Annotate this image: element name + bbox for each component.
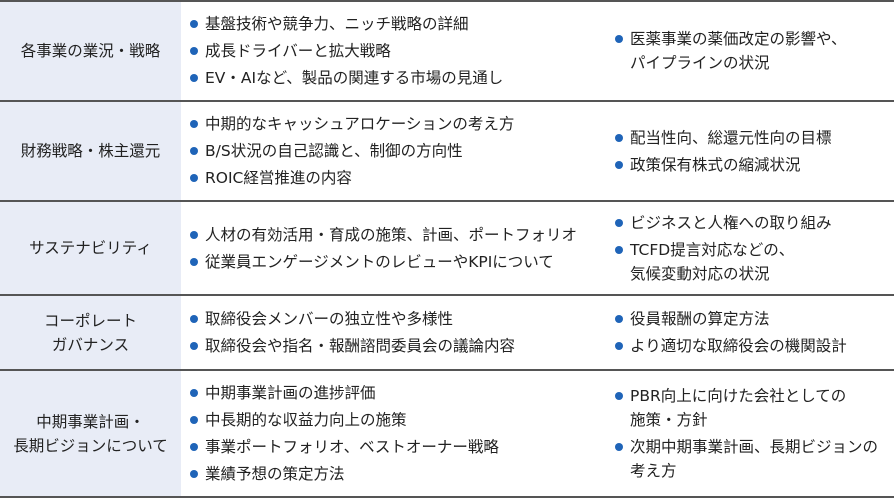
bullet-list: 役員報酬の算定方法より適切な取締役会の機関設計 bbox=[612, 307, 894, 358]
row-label: 財務戦略・株主還元 bbox=[0, 101, 181, 201]
table-row: コーポレート ガバナンス取締役会メンバーの独立性や多様性取締役会や指名・報酬諮問… bbox=[0, 295, 894, 370]
left-column: 中期事業計画の進捗評価中長期的な収益力向上の施策事業ポートフォリオ、ベストオーナ… bbox=[181, 370, 606, 497]
list-item: TCFD提言対応などの、 気候変動対応の状況 bbox=[612, 238, 894, 286]
list-item: B/S状況の自己認識と、制御の方向性 bbox=[187, 139, 606, 163]
list-item: EV・AIなど、製品の関連する市場の見通し bbox=[187, 66, 606, 90]
row-label: 各事業の業況・戦略 bbox=[0, 1, 181, 101]
table-row: 中期事業計画・ 長期ビジョンについて中期事業計画の進捗評価中長期的な収益力向上の… bbox=[0, 370, 894, 497]
left-column: 中期的なキャッシュアロケーションの考え方 B/S状況の自己認識と、制御の方向性 RO… bbox=[181, 101, 606, 201]
right-column: 役員報酬の算定方法より適切な取締役会の機関設計 bbox=[606, 295, 894, 370]
bullet-list: 中期的なキャッシュアロケーションの考え方 B/S状況の自己認識と、制御の方向性 RO… bbox=[187, 112, 606, 190]
list-item: 取締役会メンバーの独立性や多様性 bbox=[187, 307, 606, 331]
bullet-list: 配当性向、総還元性向の目標政策保有株式の縮減状況 bbox=[612, 126, 894, 177]
bullet-list: 医薬事業の薬価改定の影響や、 パイプラインの状況 bbox=[612, 27, 894, 75]
right-column: ビジネスと人権への取り組み TCFD提言対応などの、 気候変動対応の状況 bbox=[606, 201, 894, 295]
right-column: 配当性向、総還元性向の目標政策保有株式の縮減状況 bbox=[606, 101, 894, 201]
list-item: ROIC経営推進の内容 bbox=[187, 166, 606, 190]
list-item: 次期中期事業計画、長期ビジョンの 考え方 bbox=[612, 435, 894, 483]
list-item: 中期的なキャッシュアロケーションの考え方 bbox=[187, 112, 606, 136]
list-item: 役員報酬の算定方法 bbox=[612, 307, 894, 331]
list-item: PBR向上に向けた会社としての 施策・方針 bbox=[612, 384, 894, 432]
list-item: 人材の有効活用・育成の施策、計画、ポートフォリオ bbox=[187, 223, 606, 247]
row-label: サステナビリティ bbox=[0, 201, 181, 295]
list-item: 中期事業計画の進捗評価 bbox=[187, 381, 606, 405]
left-column: 取締役会メンバーの独立性や多様性取締役会や指名・報酬諮問委員会の議論内容 bbox=[181, 295, 606, 370]
bullet-list: 中期事業計画の進捗評価中長期的な収益力向上の施策事業ポートフォリオ、ベストオーナ… bbox=[187, 381, 606, 486]
left-column: 人材の有効活用・育成の施策、計画、ポートフォリオ従業員エンゲージメントのレビュー… bbox=[181, 201, 606, 295]
list-item: 基盤技術や競争力、ニッチ戦略の詳細 bbox=[187, 12, 606, 36]
row-label: コーポレート ガバナンス bbox=[0, 295, 181, 370]
list-item: 従業員エンゲージメントのレビューやKPIについて bbox=[187, 250, 606, 274]
table-row: 各事業の業況・戦略基盤技術や競争力、ニッチ戦略の詳細成長ドライバーと拡大戦略 EV… bbox=[0, 1, 894, 101]
bullet-list: ビジネスと人権への取り組み TCFD提言対応などの、 気候変動対応の状況 bbox=[612, 211, 894, 286]
list-item: 配当性向、総還元性向の目標 bbox=[612, 126, 894, 150]
list-item: 業績予想の策定方法 bbox=[187, 462, 606, 486]
left-column: 基盤技術や競争力、ニッチ戦略の詳細成長ドライバーと拡大戦略 EV・AIなど、製品の… bbox=[181, 1, 606, 101]
bullet-list: PBR向上に向けた会社としての 施策・方針次期中期事業計画、長期ビジョンの 考え… bbox=[612, 384, 894, 483]
table-row: 財務戦略・株主還元中期的なキャッシュアロケーションの考え方 B/S状況の自己認識と… bbox=[0, 101, 894, 201]
bullet-list: 人材の有効活用・育成の施策、計画、ポートフォリオ従業員エンゲージメントのレビュー… bbox=[187, 223, 606, 274]
bullet-list: 取締役会メンバーの独立性や多様性取締役会や指名・報酬諮問委員会の議論内容 bbox=[187, 307, 606, 358]
list-item: 医薬事業の薬価改定の影響や、 パイプラインの状況 bbox=[612, 27, 894, 75]
list-item: 事業ポートフォリオ、ベストオーナー戦略 bbox=[187, 435, 606, 459]
right-column: PBR向上に向けた会社としての 施策・方針次期中期事業計画、長期ビジョンの 考え… bbox=[606, 370, 894, 497]
list-item: ビジネスと人権への取り組み bbox=[612, 211, 894, 235]
list-item: 政策保有株式の縮減状況 bbox=[612, 153, 894, 177]
row-label: 中期事業計画・ 長期ビジョンについて bbox=[0, 370, 181, 497]
bullet-list: 基盤技術や競争力、ニッチ戦略の詳細成長ドライバーと拡大戦略 EV・AIなど、製品の… bbox=[187, 12, 606, 90]
list-item: 成長ドライバーと拡大戦略 bbox=[187, 39, 606, 63]
right-column: 医薬事業の薬価改定の影響や、 パイプラインの状況 bbox=[606, 1, 894, 101]
list-item: より適切な取締役会の機関設計 bbox=[612, 334, 894, 358]
table-row: サステナビリティ人材の有効活用・育成の施策、計画、ポートフォリオ従業員エンゲージ… bbox=[0, 201, 894, 295]
list-item: 取締役会や指名・報酬諮問委員会の議論内容 bbox=[187, 334, 606, 358]
list-item: 中長期的な収益力向上の施策 bbox=[187, 408, 606, 432]
